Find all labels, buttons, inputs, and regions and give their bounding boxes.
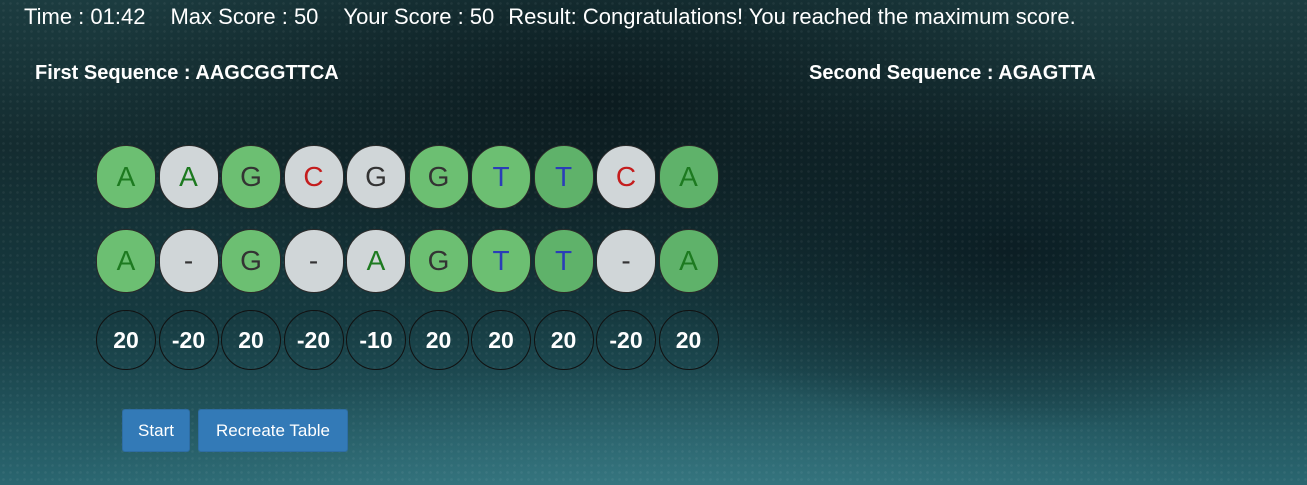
alignment-gap-cell[interactable]: - bbox=[158, 229, 219, 293]
alignment-cell[interactable]: G bbox=[408, 145, 469, 209]
your-score-display: Your Score : 50 bbox=[343, 4, 495, 29]
score-cell: 20 bbox=[471, 310, 531, 370]
alignment-cell[interactable]: A bbox=[158, 145, 219, 209]
alignment-cell[interactable]: C bbox=[596, 145, 656, 209]
score-cell: -10 bbox=[346, 310, 406, 370]
score-cell: -20 bbox=[596, 310, 656, 370]
alignment-row-second: A - G - A G T T - A bbox=[96, 229, 721, 293]
first-sequence-label: First Sequence : AAGCGGTTCA bbox=[35, 62, 339, 84]
recreate-table-button[interactable]: Recreate Table bbox=[198, 409, 348, 452]
alignment-cell[interactable]: A bbox=[658, 229, 719, 293]
alignment-cell[interactable]: A bbox=[346, 229, 406, 293]
alignment-cell[interactable]: G bbox=[221, 145, 281, 209]
score-cell: -20 bbox=[283, 310, 344, 370]
alignment-cell[interactable]: A bbox=[658, 145, 719, 209]
second-sequence-label: Second Sequence : AGAGTTA bbox=[809, 62, 1096, 84]
alignment-cell[interactable]: G bbox=[221, 229, 281, 293]
alignment-cell[interactable]: G bbox=[408, 229, 469, 293]
alignment-cell[interactable]: T bbox=[471, 229, 531, 293]
start-button[interactable]: Start bbox=[122, 409, 190, 452]
alignment-cell[interactable]: T bbox=[533, 229, 594, 293]
alignment-cell[interactable]: A bbox=[96, 145, 156, 209]
score-cell: 20 bbox=[221, 310, 281, 370]
time-display: Time : 01:42 bbox=[24, 4, 146, 29]
alignment-cell[interactable]: T bbox=[471, 145, 531, 209]
alignment-gap-cell[interactable]: - bbox=[283, 229, 344, 293]
alignment-gap-cell[interactable]: - bbox=[596, 229, 656, 293]
score-cell: 20 bbox=[533, 310, 594, 370]
alignment-cell[interactable]: A bbox=[96, 229, 156, 293]
max-score-display: Max Score : 50 bbox=[170, 4, 319, 29]
status-bar: Time : 01:42 Max Score : 50 Your Score :… bbox=[24, 4, 1076, 30]
score-cell: 20 bbox=[96, 310, 156, 370]
score-cell: -20 bbox=[158, 310, 219, 370]
score-cell: 20 bbox=[408, 310, 469, 370]
alignment-cell[interactable]: G bbox=[346, 145, 406, 209]
result-message: Result: Congratulations! You reached the… bbox=[508, 4, 1076, 29]
score-cell: 20 bbox=[658, 310, 719, 370]
alignment-row-first: A A G C G G T T C A bbox=[96, 145, 721, 209]
alignment-cell[interactable]: C bbox=[283, 145, 344, 209]
score-row: 20 -20 20 -20 -10 20 20 20 -20 20 bbox=[96, 310, 721, 370]
alignment-cell[interactable]: T bbox=[533, 145, 594, 209]
